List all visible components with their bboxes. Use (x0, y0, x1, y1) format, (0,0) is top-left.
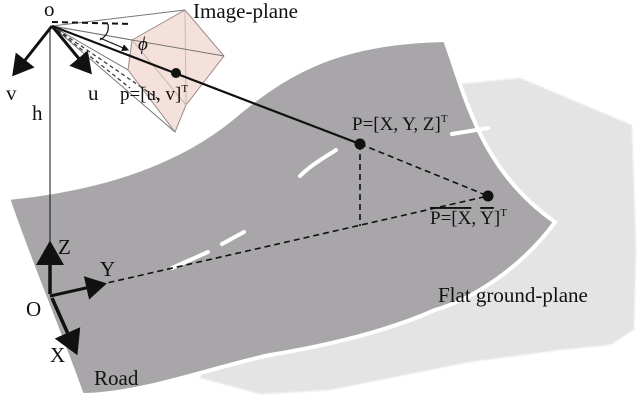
ray-to-pbar (51, 25, 131, 89)
Y-axis-arrow (49, 276, 107, 300)
point-p-label: p=[u, v]T (120, 83, 188, 105)
ray-P-to-Pbar (359, 143, 489, 197)
point-Pbar-label: P=[X, Y]T (430, 207, 507, 229)
X-axis-arrow (50, 297, 81, 356)
v-axis-arrow (12, 25, 54, 77)
origin-o-label: o (44, 0, 55, 21)
origin-O-label: O (26, 297, 41, 321)
image-plane-label: Image-plane (193, 0, 298, 23)
phi-angle-arc (99, 23, 109, 41)
point-P-marker (354, 138, 366, 150)
ground-line-O-to-Pbar (49, 195, 489, 297)
point-p-marker (171, 68, 181, 78)
u-axis-label: u (88, 81, 99, 105)
flat-ground-plane-label: Flat ground-plane (438, 283, 588, 307)
X-axis-label: X (50, 343, 65, 367)
u-axis-arrow (50, 25, 92, 75)
lane-markings (170, 126, 490, 270)
point-Pbar-marker (482, 190, 494, 202)
Z-axis-label: Z (58, 235, 71, 259)
phi-arrow (99, 37, 130, 51)
horizontal-reference-line (51, 21, 133, 25)
phi-label: ϕ (138, 34, 148, 55)
Y-axis-label: Y (100, 257, 115, 281)
road-label: Road (94, 366, 139, 390)
road-surface (5, 37, 558, 398)
v-axis-label: v (6, 81, 17, 105)
projection-ray (51, 24, 361, 146)
optical-axis-line (51, 25, 161, 101)
height-label: h (32, 101, 43, 125)
point-P-label: P=[X, Y, Z]T (352, 113, 448, 135)
